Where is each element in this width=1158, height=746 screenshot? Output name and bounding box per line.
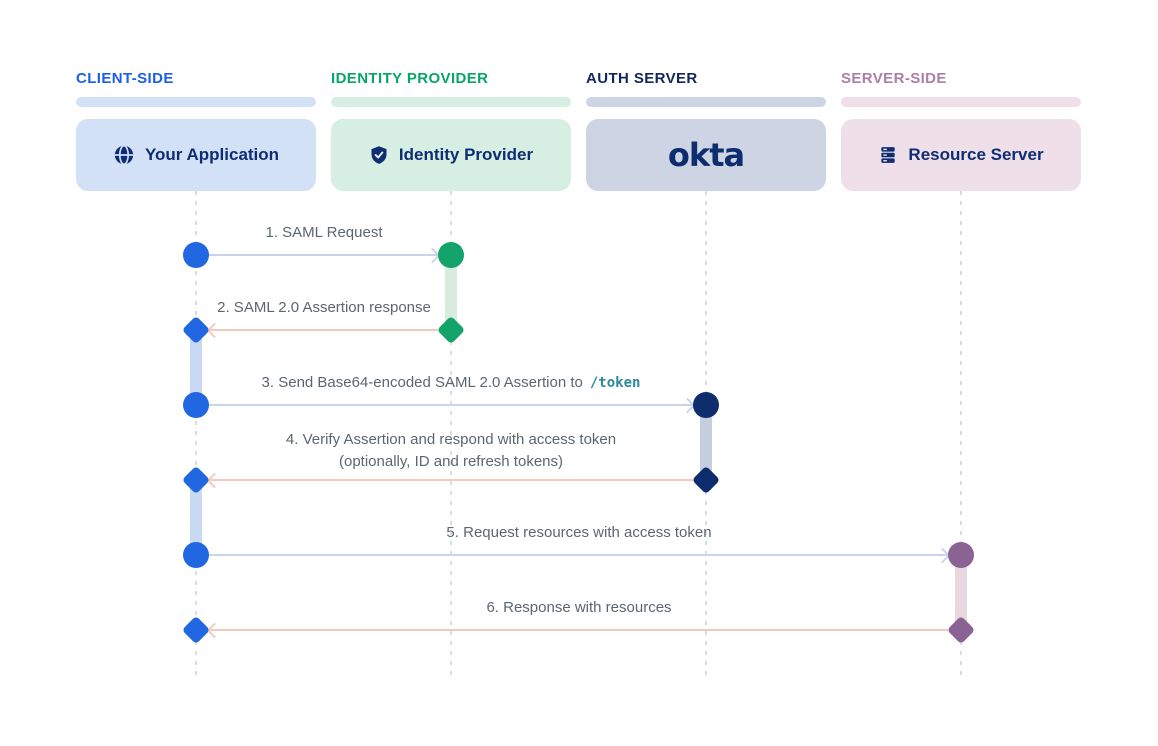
okta-logo: okta: [667, 136, 745, 174]
activation-your-application-2: [190, 480, 202, 555]
message-label-2: 2. SAML 2.0 Assertion response: [217, 299, 431, 316]
activation-your-application-1: [190, 330, 202, 405]
message-arrow-6: [206, 622, 948, 639]
activation-resource-server: [955, 555, 967, 630]
lifeline-resource-server: [960, 191, 962, 678]
receive-node-resource-5: [948, 542, 974, 568]
actor-card-identity-provider: Identity Provider: [331, 119, 571, 191]
message-label-4-line2: (optionally, ID and refresh tokens): [339, 453, 563, 470]
send-node-client-1: [183, 242, 209, 268]
lane-heading-client-side: CLIENT-SIDE: [76, 70, 174, 87]
arrowhead-left-icon: [206, 622, 223, 639]
message-arrow-2: [206, 322, 438, 339]
actor-card-label: Identity Provider: [398, 145, 534, 164]
actor-card-label: Your Application: [144, 145, 280, 164]
lane-heading-identity-provider: IDENTITY PROVIDER: [331, 70, 489, 87]
message-arrow-3: [209, 397, 696, 414]
message-label-4: 4. Verify Assertion and respond with acc…: [286, 429, 616, 473]
lifeline-identity-provider: [450, 191, 452, 678]
activation-okta: [700, 405, 712, 480]
arrowhead-left-icon: [206, 472, 223, 489]
receive-node-client-2: [181, 315, 211, 345]
actor-card-your-application: Your Application: [76, 119, 316, 191]
message-arrow-1: [209, 247, 441, 264]
lane-bar-auth-server: [586, 97, 826, 107]
message-label-3-text: 3. Send Base64-encoded SAML 2.0 Assertio…: [261, 374, 583, 391]
message-arrow-4: [206, 472, 693, 489]
receive-node-client-6: [181, 615, 211, 645]
activation-identity-provider: [445, 255, 457, 330]
lane-bar-server-side: [841, 97, 1081, 107]
send-node-okta-4: [691, 465, 721, 495]
receive-node-client-4: [181, 465, 211, 495]
server-icon: [878, 144, 898, 166]
lane-heading-auth-server: AUTH SERVER: [586, 70, 698, 87]
message-label-1: 1. SAML Request: [265, 224, 383, 241]
send-node-client-3: [183, 392, 209, 418]
message-label-6: 6. Response with resources: [486, 599, 672, 616]
receive-node-idp-1: [438, 242, 464, 268]
message-arrow-5: [209, 547, 951, 564]
actor-card-label: Resource Server: [908, 145, 1044, 164]
receive-node-okta-3: [693, 392, 719, 418]
globe-icon: [113, 144, 135, 166]
send-node-client-5: [183, 542, 209, 568]
lane-bar-identity-provider: [331, 97, 571, 107]
lane-heading-server-side: SERVER-SIDE: [841, 70, 947, 87]
lane-bar-client-side: [76, 97, 316, 107]
message-label-5: 5. Request resources with access token: [446, 524, 712, 541]
shield-check-icon: [369, 144, 389, 166]
lifeline-your-application: [195, 191, 197, 678]
message-label-3: 3. Send Base64-encoded SAML 2.0 Assertio…: [262, 372, 641, 394]
arrowhead-left-icon: [206, 322, 223, 339]
actor-card-okta: okta: [586, 119, 826, 191]
token-endpoint-code: /token: [589, 375, 641, 391]
send-node-resource-6: [946, 615, 976, 645]
actor-card-resource-server: Resource Server: [841, 119, 1081, 191]
send-node-idp-2: [436, 315, 466, 345]
message-label-4-line1: 4. Verify Assertion and respond with acc…: [285, 431, 617, 448]
